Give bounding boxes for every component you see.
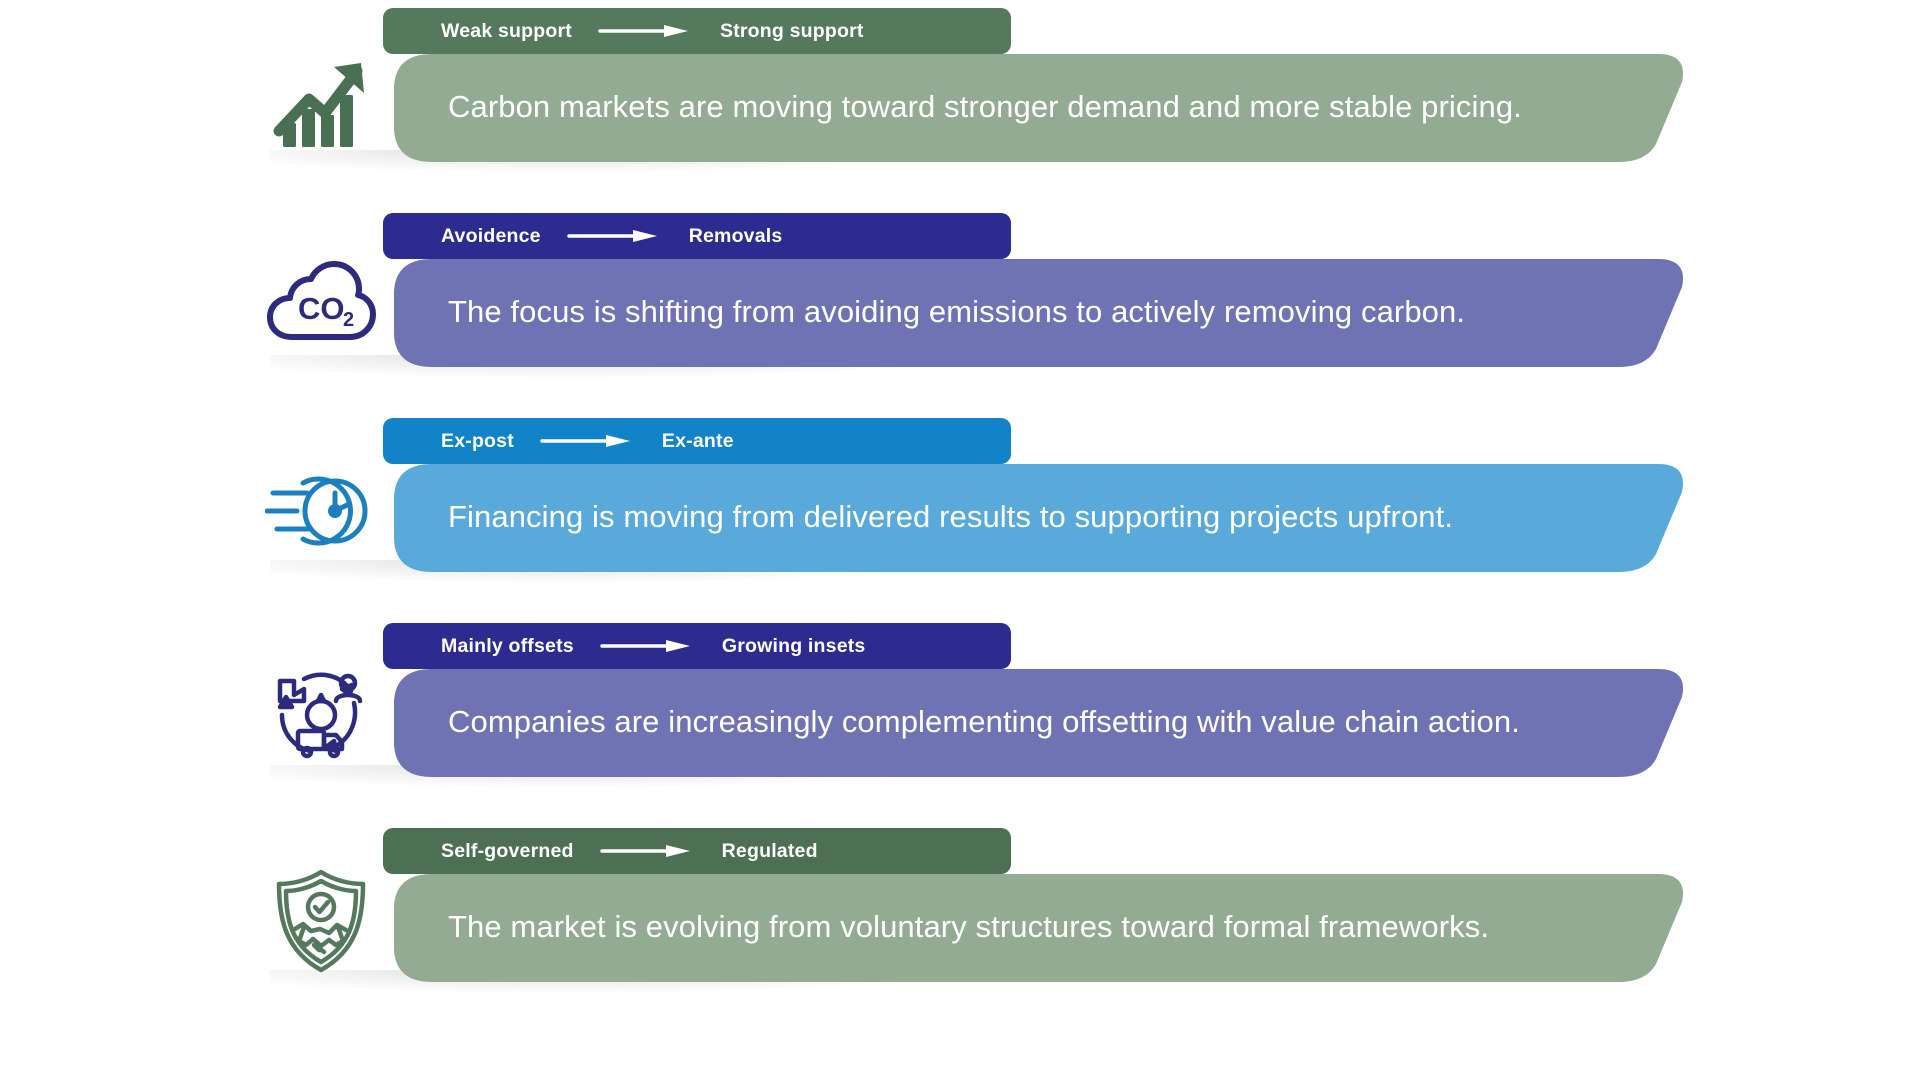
row-header-pill: Mainly offsets Growing insets [383,623,1011,669]
fast-clock-icon [262,452,380,570]
row-header-pill: Avoidence Removals [383,213,1011,259]
row-body-bar: The focus is shifting from avoiding emis… [388,253,1688,371]
arrow-right-icon [540,434,632,448]
row-body-bar: Companies are increasingly complementing… [388,663,1688,781]
row-header-pill: Self-governed Regulated [383,828,1011,874]
row-header-pill: Ex-post Ex-ante [383,418,1011,464]
pill-right-label: Growing insets [721,634,866,657]
shift-row: The market is evolving from voluntary st… [0,820,1920,1030]
pill-left-label: Weak support [441,19,572,42]
value-chain-icon [262,657,380,775]
svg-text:2: 2 [343,309,354,331]
pill-right-label: Strong support [719,19,864,42]
pill-left-label: Self-governed [441,839,574,862]
arrow-right-icon [598,24,690,38]
pill-left-label: Ex-post [441,429,514,452]
row-body-text: Companies are increasingly complementing… [448,704,1520,739]
shift-row: Carbon markets are moving toward stronge… [0,0,1920,210]
row-body-text: Carbon markets are moving toward stronge… [448,89,1522,124]
row-body-text: The focus is shifting from avoiding emis… [448,294,1466,329]
shift-row: Companies are increasingly complementing… [0,615,1920,825]
pill-right-label: Removals [688,224,783,247]
growth-chart-icon [262,42,380,160]
row-body-bar: Financing is moving from delivered resul… [388,458,1688,576]
row-body-bar: Carbon markets are moving toward stronge… [388,48,1688,166]
arrow-right-icon [600,639,692,653]
arrow-right-icon [567,229,659,243]
row-body-bar: The market is evolving from voluntary st… [388,868,1688,986]
pill-left-label: Avoidence [441,224,541,247]
pill-right-label: Regulated [721,839,818,862]
row-body-text: Financing is moving from delivered resul… [448,499,1454,534]
pill-left-label: Mainly offsets [441,634,574,657]
row-header-pill: Weak support Strong support [383,8,1011,54]
pill-right-label: Ex-ante [661,429,734,452]
shield-handshake-icon [262,862,380,980]
arrow-right-icon [599,844,692,858]
row-body-text: The market is evolving from voluntary st… [448,909,1490,944]
svg-text:CO: CO [298,291,345,326]
shift-row: Financing is moving from delivered resul… [0,410,1920,620]
